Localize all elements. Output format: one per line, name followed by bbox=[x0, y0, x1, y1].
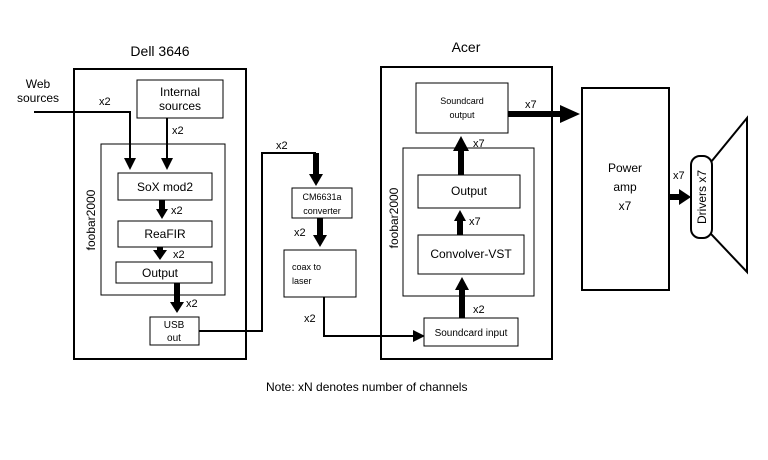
usb-channel-label: x2 bbox=[276, 140, 288, 152]
power-amp-box bbox=[581, 87, 670, 291]
coax-label-2: laser bbox=[292, 276, 312, 286]
power-amp-label: Power bbox=[608, 161, 642, 175]
channels-note: Note: xN denotes number of channels bbox=[266, 380, 467, 394]
web-channel-label: x2 bbox=[99, 96, 111, 108]
convolver-box bbox=[417, 234, 525, 275]
dell-title: Dell 3646 bbox=[130, 43, 189, 59]
soundcard-output-box bbox=[415, 82, 509, 134]
output-left-label: Output bbox=[142, 266, 179, 280]
input-channel-label: x2 bbox=[473, 304, 485, 316]
power-amp-label-2: amp bbox=[613, 180, 637, 194]
acer-title: Acer bbox=[452, 39, 481, 55]
internal-sources-label: Internal bbox=[160, 85, 200, 99]
convolver-channel-label: x7 bbox=[469, 216, 481, 228]
soundcard-channel-label: x7 bbox=[525, 99, 537, 111]
cm6631a-to-coax-arrowhead bbox=[313, 235, 327, 247]
dell-panel bbox=[73, 68, 247, 360]
cm6631a-box bbox=[291, 187, 353, 219]
foobar-right-label: foobar2000 bbox=[387, 187, 401, 248]
power-amp-label-3: x7 bbox=[619, 199, 632, 213]
reafir-channel-label: x2 bbox=[173, 249, 185, 261]
output-right-label: Output bbox=[451, 184, 488, 198]
usb-out-box bbox=[149, 316, 200, 346]
output-right-channel-label: x7 bbox=[473, 138, 485, 150]
web-sources-label-2: sources bbox=[17, 91, 59, 105]
sox-to-reafir-arrowhead bbox=[156, 209, 168, 219]
soundcard-output-label: Soundcard bbox=[440, 96, 484, 106]
amp-to-drivers-arrowhead bbox=[679, 189, 691, 205]
coax-channel-label: x2 bbox=[304, 313, 316, 325]
coax-box bbox=[283, 249, 357, 298]
output-to-usb-arrowhead bbox=[170, 302, 184, 313]
usb-out-label: USB bbox=[164, 320, 185, 331]
cm6631a-label: CM6631a bbox=[302, 192, 341, 202]
drivers-label: Drivers x7 bbox=[695, 170, 709, 224]
output-right-box bbox=[417, 174, 521, 209]
soundcard-to-amp-arrowhead bbox=[560, 105, 580, 123]
input-to-convolver-arrowhead bbox=[455, 277, 469, 290]
foobar-left-label: foobar2000 bbox=[84, 189, 98, 250]
web-sources-label: Web bbox=[26, 77, 51, 91]
sox-box bbox=[117, 172, 213, 201]
usb-to-cm6631a-arrowhead bbox=[309, 174, 323, 186]
internal-sources-label-2: sources bbox=[159, 99, 201, 113]
drivers-box bbox=[690, 155, 713, 239]
usb-to-cm6631a-line bbox=[199, 152, 316, 332]
coax-label: coax to bbox=[292, 262, 321, 272]
soundcard-input-box bbox=[423, 317, 519, 347]
internal-to-sox-arrowhead bbox=[161, 158, 173, 170]
cm6631a-channel-label: x2 bbox=[294, 227, 306, 239]
coax-to-soundcard-line bbox=[323, 297, 414, 337]
sox-label: SoX mod2 bbox=[137, 180, 193, 194]
speaker-cone-icon bbox=[710, 115, 748, 275]
web-to-sox-line bbox=[34, 111, 131, 160]
acer-panel bbox=[380, 66, 553, 360]
output-left-box bbox=[115, 261, 213, 284]
amp-channel-label: x7 bbox=[673, 170, 685, 182]
soundcard-output-label-2: output bbox=[449, 110, 475, 120]
convolver-to-output-arrowhead bbox=[454, 210, 466, 221]
cm6631a-label-2: converter bbox=[303, 206, 341, 216]
sox-channel-label: x2 bbox=[171, 205, 183, 217]
internal-channel-label: x2 bbox=[172, 125, 184, 137]
soundcard-input-label: Soundcard input bbox=[435, 328, 508, 339]
reafir-box bbox=[117, 220, 213, 248]
reafir-to-output-arrowhead bbox=[153, 250, 167, 260]
usb-out-label-2: out bbox=[167, 333, 181, 344]
output-channel-label: x2 bbox=[186, 298, 198, 310]
coax-to-soundcard-arrowhead bbox=[413, 330, 425, 342]
output-to-soundcard-arrowhead bbox=[453, 136, 469, 151]
web-to-sox-arrowhead bbox=[124, 158, 136, 170]
internal-sources-box bbox=[136, 79, 224, 119]
reafir-label: ReaFIR bbox=[144, 227, 186, 241]
convolver-label: Convolver-VST bbox=[430, 247, 512, 261]
